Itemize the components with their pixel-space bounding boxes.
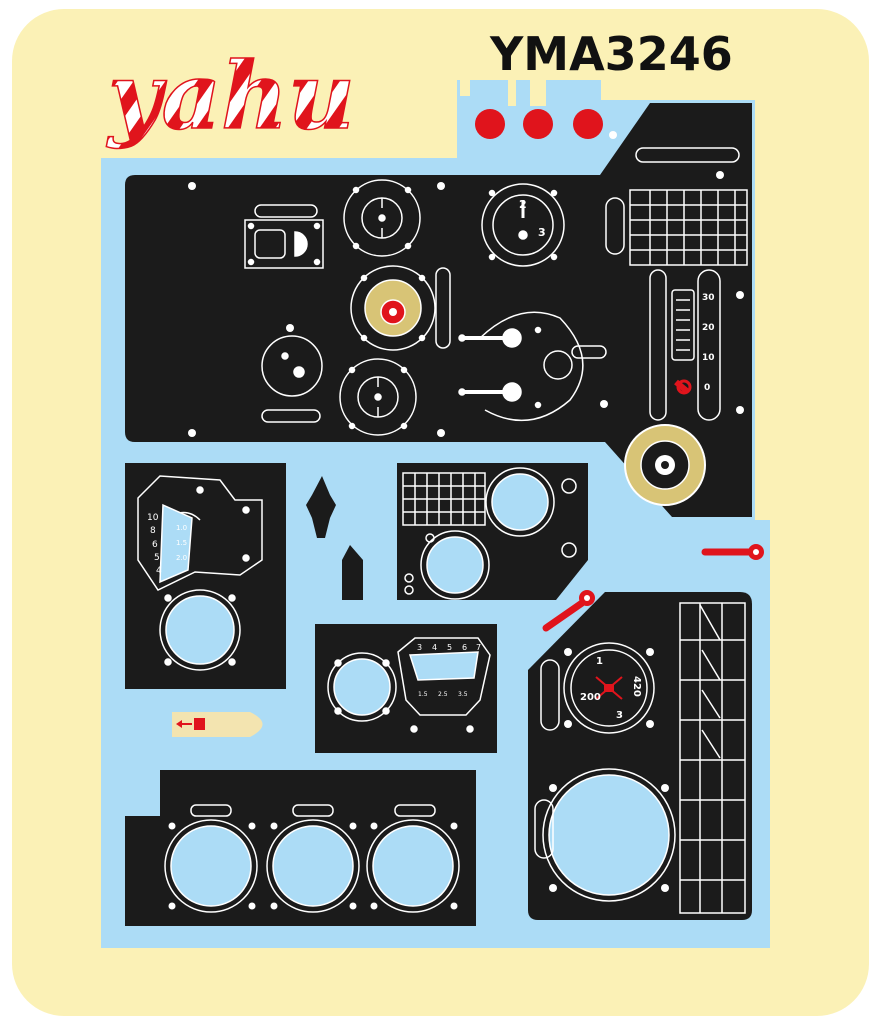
- centre-gauge-panel: [397, 463, 588, 600]
- scale-numeral: 5: [154, 553, 160, 563]
- altimeter-numeral: 200: [580, 692, 601, 703]
- scale-numeral: 1.5: [176, 539, 187, 547]
- main-instrument-panel: [125, 103, 752, 517]
- dial-lower-centre: [339, 358, 417, 436]
- scale-numeral: 4: [156, 566, 162, 576]
- scale-numeral: 5: [447, 643, 452, 652]
- scale-numeral: 1.5: [418, 691, 428, 698]
- ribbon-digit: 0: [704, 383, 710, 393]
- engine-gauges: [164, 804, 460, 913]
- altimeter-screws: [549, 648, 669, 892]
- altimeter-numeral: 1: [596, 656, 603, 667]
- scale-numeral: 1.0: [176, 524, 187, 532]
- switch-grid: [605, 189, 748, 266]
- scale-numeral: 3: [417, 643, 422, 652]
- ribbon-digit: 20: [702, 323, 715, 333]
- lever-decal: [342, 545, 363, 600]
- scale-numeral: 6: [152, 540, 158, 550]
- scale-numeral: 8: [150, 526, 156, 536]
- dial-brass-centre: [350, 265, 436, 351]
- scale-left: 10 8 6 5 4 1.0 1.5 2.0: [147, 513, 187, 576]
- ribbon-digit: 30: [702, 293, 715, 303]
- red-lamp: [475, 109, 505, 139]
- cream-arrow-decal: [172, 712, 263, 737]
- red-lamp: [523, 109, 553, 139]
- dial-numeral: 3: [538, 226, 546, 239]
- fuel-selector: [458, 311, 584, 422]
- ribbon-digit: 10: [702, 353, 715, 363]
- dial-top-right: [481, 183, 565, 267]
- red-levers: [542, 544, 764, 632]
- scale-numeral: 4: [432, 643, 437, 652]
- red-lamp: [573, 109, 603, 139]
- product-code: YMA3246: [489, 27, 733, 81]
- fuel-cap: [624, 424, 706, 506]
- switch-box: [244, 219, 324, 269]
- engine-panel-screws: [168, 822, 458, 910]
- brand-logo: yahu: [106, 42, 355, 150]
- control-knob-decal: [306, 476, 336, 538]
- dial-numeral: 2: [519, 198, 527, 211]
- scale-numeral: 2.0: [176, 554, 187, 562]
- scale-numeral: 10: [147, 513, 159, 523]
- warning-lamps: [460, 78, 603, 139]
- scale-numeral: 3.5: [458, 691, 468, 698]
- scale-numeral: 7: [476, 643, 481, 652]
- ribbon-labels: 30 20 10 0 2 3: [519, 198, 715, 393]
- scale-small: 3 4 5 6 7 1.5 2.5 3.5: [417, 643, 481, 698]
- main-panel-details: [188, 131, 748, 506]
- altimeter-numeral: 420: [631, 676, 642, 697]
- dial-top-centre: [343, 179, 421, 257]
- altimeter-labels: 420 200 3 1: [580, 656, 642, 721]
- scale-numeral: 2.5: [438, 691, 448, 698]
- scale-numeral: 6: [462, 643, 467, 652]
- altimeter-numeral: 3: [616, 710, 623, 721]
